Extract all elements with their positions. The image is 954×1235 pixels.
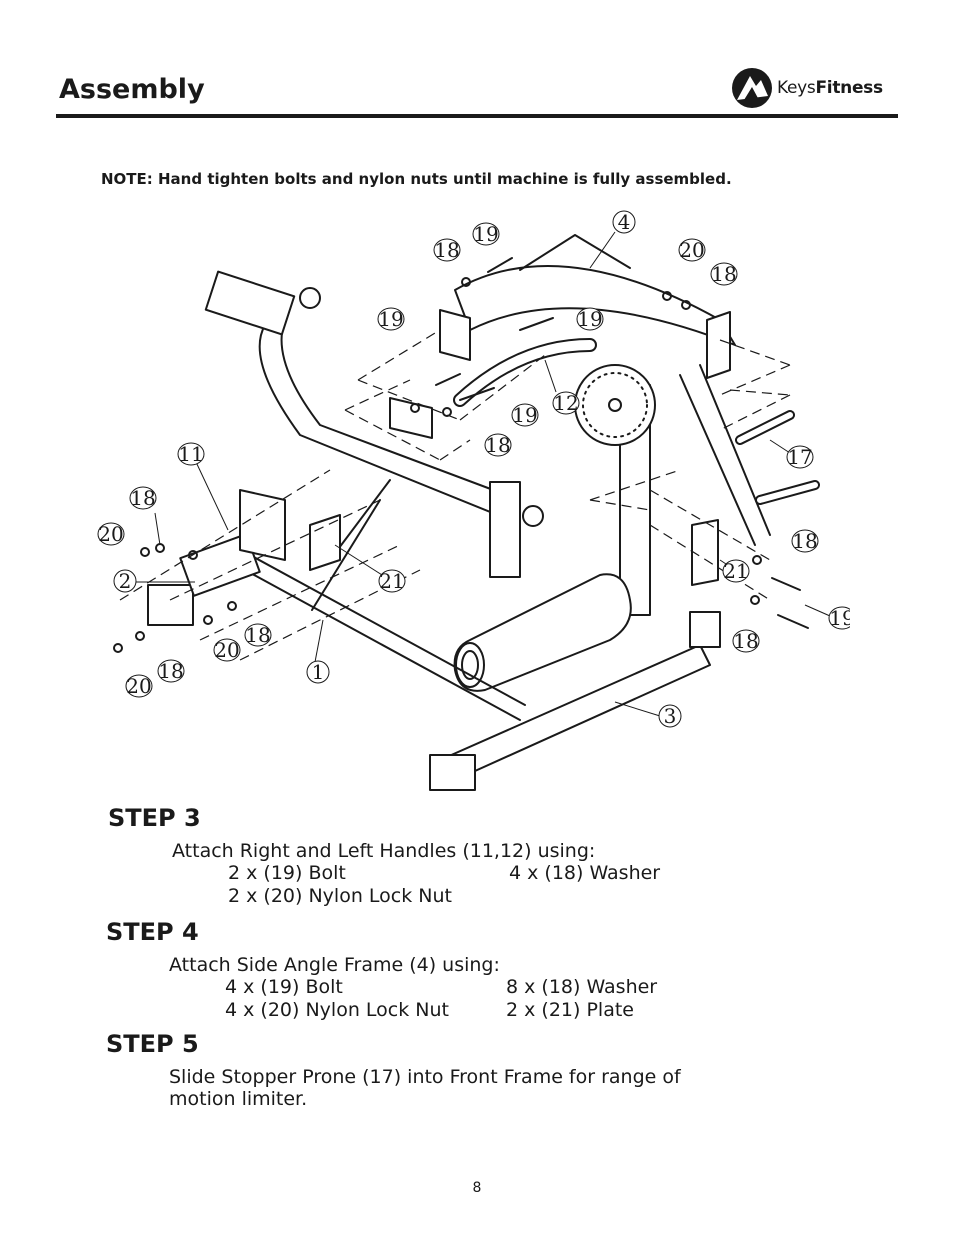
step-5-line-2: motion limiter. xyxy=(169,1088,308,1110)
svg-text:19: 19 xyxy=(378,307,403,331)
brand-logo: KeysFitness xyxy=(731,66,883,110)
callout-18-a: 18 xyxy=(433,238,461,262)
assembly-note: NOTE: Hand tighten bolts and nylon nuts … xyxy=(101,170,732,188)
svg-text:21: 21 xyxy=(379,569,404,593)
svg-text:20: 20 xyxy=(679,238,704,262)
step-4-plate: 2 x (21) Plate xyxy=(506,999,634,1021)
assembly-diagram: 19 4 18 20 18 19 19 11 12 19 18 17 18 20… xyxy=(97,210,850,791)
svg-text:18: 18 xyxy=(711,262,736,286)
callout-19-c: 19 xyxy=(576,307,604,331)
svg-text:19: 19 xyxy=(473,222,498,246)
callout-21-b: 21 xyxy=(378,569,406,593)
step-3-washer: 4 x (18) Washer xyxy=(509,862,661,884)
callout-18-c: 18 xyxy=(484,433,512,457)
header-rule xyxy=(56,114,898,118)
callout-2: 2 xyxy=(113,569,137,593)
svg-text:17: 17 xyxy=(787,445,812,469)
svg-text:18: 18 xyxy=(792,529,817,553)
brand-name: KeysFitness xyxy=(777,78,883,98)
callout-12: 12 xyxy=(552,391,580,415)
svg-text:3: 3 xyxy=(664,704,677,728)
callout-20-c: 20 xyxy=(213,638,241,662)
svg-text:19: 19 xyxy=(577,307,602,331)
callout-11: 11 xyxy=(177,442,205,466)
page-number: 8 xyxy=(472,1180,482,1196)
step-5-heading: STEP 5 xyxy=(106,1030,199,1058)
callout-18-g: 18 xyxy=(157,659,185,683)
svg-text:18: 18 xyxy=(245,623,270,647)
callout-18-b: 18 xyxy=(710,262,738,286)
svg-text:18: 18 xyxy=(130,486,155,510)
callout-19-a: 19 xyxy=(472,222,500,246)
svg-text:1: 1 xyxy=(312,660,325,684)
callout-19-d: 19 xyxy=(511,403,539,427)
svg-text:11: 11 xyxy=(178,442,203,466)
svg-text:12: 12 xyxy=(553,391,578,415)
callout-21-a: 21 xyxy=(722,559,750,583)
callout-20-a: 20 xyxy=(678,238,706,262)
svg-text:18: 18 xyxy=(485,433,510,457)
callout-18-d: 18 xyxy=(129,486,157,510)
step-3-heading: STEP 3 xyxy=(108,804,201,832)
step-5-line-1: Slide Stopper Prone (17) into Front Fram… xyxy=(169,1066,681,1088)
step-4-bolt: 4 x (19) Bolt xyxy=(225,976,343,998)
svg-text:20: 20 xyxy=(214,638,239,662)
callout-4: 4 xyxy=(612,210,636,234)
callout-18-f: 18 xyxy=(244,623,272,647)
svg-text:18: 18 xyxy=(733,629,758,653)
svg-text:21: 21 xyxy=(723,559,748,583)
step-4-washer: 8 x (18) Washer xyxy=(506,976,658,998)
step-3-intro: Attach Right and Left Handles (11,12) us… xyxy=(172,840,596,862)
page-title: Assembly xyxy=(59,74,205,105)
callout-1: 1 xyxy=(306,660,330,684)
callout-20-b: 20 xyxy=(97,522,125,546)
svg-text:2: 2 xyxy=(119,569,132,593)
svg-text:19: 19 xyxy=(512,403,537,427)
callout-18-e: 18 xyxy=(791,529,819,553)
callout-3: 3 xyxy=(658,704,682,728)
svg-text:18: 18 xyxy=(158,659,183,683)
keys-fitness-logo-icon xyxy=(732,68,772,108)
callout-18-h: 18 xyxy=(732,629,760,653)
step-4-intro: Attach Side Angle Frame (4) using: xyxy=(169,954,500,976)
svg-text:4: 4 xyxy=(618,210,631,234)
svg-text:18: 18 xyxy=(434,238,459,262)
callout-17: 17 xyxy=(786,445,814,469)
step-3-nut: 2 x (20) Nylon Lock Nut xyxy=(228,885,452,907)
svg-text:19: 19 xyxy=(829,606,850,630)
step-4-heading: STEP 4 xyxy=(106,918,199,946)
step-3-bolt: 2 x (19) Bolt xyxy=(228,862,346,884)
callout-20-d: 20 xyxy=(125,674,153,698)
callout-19-e: 19 xyxy=(828,606,850,630)
callout-19-b: 19 xyxy=(377,307,405,331)
step-4-nut: 4 x (20) Nylon Lock Nut xyxy=(225,999,449,1021)
svg-text:20: 20 xyxy=(98,522,123,546)
svg-text:20: 20 xyxy=(126,674,151,698)
